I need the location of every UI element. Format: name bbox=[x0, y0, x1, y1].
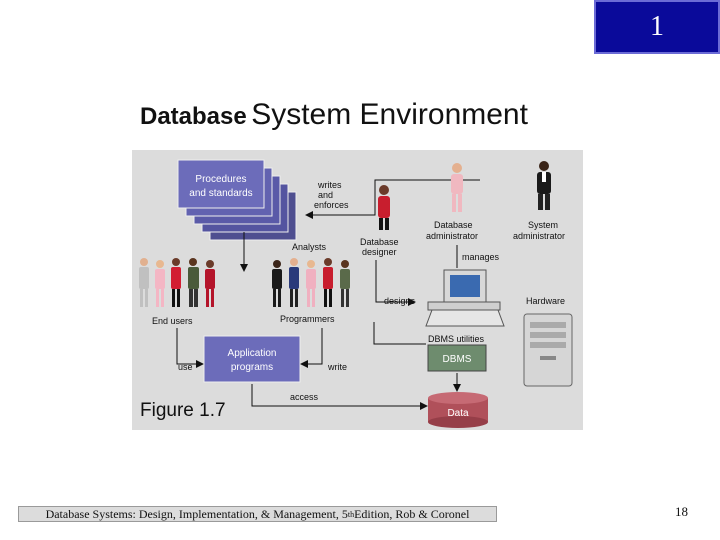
data-label: Data bbox=[447, 408, 469, 419]
sys-admin-label-1: System bbox=[528, 220, 558, 230]
dbms-utilities-label: DBMS utilities bbox=[428, 334, 485, 344]
dbms-box: DBMS bbox=[427, 344, 487, 372]
title-part-1: Database bbox=[140, 103, 247, 130]
db-designer-label-1: Database bbox=[360, 237, 399, 247]
page-number: 18 bbox=[675, 504, 688, 519]
analysts-label: Analysts bbox=[292, 242, 327, 252]
footer-citation: Database Systems: Design, Implementation… bbox=[18, 506, 497, 522]
dbms-link-line bbox=[373, 322, 426, 345]
access-arrow bbox=[251, 384, 428, 410]
database-administrator-person bbox=[451, 163, 463, 212]
and-label: and bbox=[318, 190, 333, 200]
database-environment-figure: Procedures and standards writes and enfo… bbox=[132, 150, 583, 430]
db-designer-label-2: designer bbox=[362, 247, 397, 257]
dbms-label: DBMS bbox=[443, 354, 472, 365]
app-programs-line1: Application bbox=[228, 348, 277, 359]
write-label: write bbox=[327, 362, 347, 372]
db-admin-label-2: administrator bbox=[426, 231, 478, 241]
computer-icon bbox=[425, 269, 505, 327]
sys-admin-label-2: administrator bbox=[513, 231, 565, 241]
figure-caption: Figure 1.7 bbox=[140, 400, 226, 421]
system-administrator-person bbox=[537, 161, 551, 210]
footer-superscript: th bbox=[347, 509, 355, 519]
manages-label: manages bbox=[462, 252, 500, 262]
end-users-group bbox=[139, 258, 215, 307]
use-label: use bbox=[178, 362, 193, 372]
programmers-group bbox=[272, 258, 350, 307]
write-arrow bbox=[300, 328, 323, 368]
app-programs-line2: programs bbox=[231, 362, 273, 373]
footer-text-end: Edition, Rob & Coronel bbox=[354, 506, 470, 521]
data-cylinder: Data bbox=[428, 392, 488, 428]
server-icon bbox=[523, 313, 573, 387]
writes-arrow bbox=[305, 179, 480, 219]
use-arrow bbox=[176, 328, 204, 368]
designs-arrow bbox=[375, 260, 416, 306]
db-admin-label-1: Database bbox=[434, 220, 473, 230]
procedures-line1: Procedures bbox=[195, 174, 246, 185]
end-users-label: End users bbox=[152, 316, 193, 326]
writes-label: writes bbox=[317, 180, 342, 190]
access-label: access bbox=[290, 392, 319, 402]
procedures-stack: Procedures and standards bbox=[177, 159, 297, 241]
slide-title: Database System Environment bbox=[140, 98, 528, 132]
title-part-2: System Environment bbox=[251, 98, 528, 131]
chapter-badge: 1 bbox=[594, 0, 720, 54]
environment-diagram: Procedures and standards writes and enfo… bbox=[139, 159, 573, 428]
enforces-label: enforces bbox=[314, 200, 349, 210]
designs-label: designs bbox=[384, 296, 416, 306]
footer-text-start: Database Systems: Design, Implementation… bbox=[45, 506, 348, 521]
hardware-label: Hardware bbox=[526, 296, 565, 306]
procedures-line2: and standards bbox=[189, 188, 252, 199]
programmers-label: Programmers bbox=[280, 314, 335, 324]
database-designer-person bbox=[378, 185, 390, 230]
application-programs-box: Application programs bbox=[203, 335, 301, 383]
